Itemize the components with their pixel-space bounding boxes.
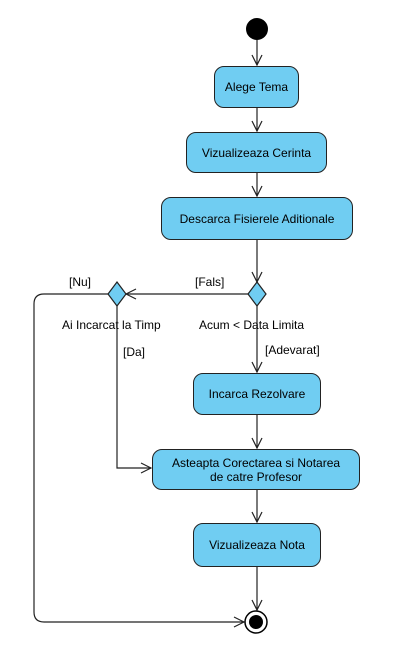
guard-adevarat: [Adevarat]: [265, 343, 320, 357]
decision-label-acum-data-limita: Acum < Data Limita: [199, 318, 305, 332]
edge-nu: [33, 293, 244, 622]
decision-label-ai-incarcat: Ai Incarcat la Timp: [62, 318, 161, 332]
action-label: Incarca Rezolvare: [208, 387, 306, 401]
action-incarca-rezolvare: Incarca Rezolvare: [193, 373, 321, 415]
guard-nu: [Nu]: [69, 275, 92, 289]
action-alege-tema: Alege Tema: [214, 66, 299, 108]
action-asteapta-corectarea: Asteapta Corectarea si Notarea de catre …: [152, 449, 360, 490]
action-vizualizeaza-nota: Vizualizeaza Nota: [193, 523, 321, 567]
action-descarca-fisierele: Descarca Fisierele Aditionale: [161, 197, 353, 240]
action-label: Vizualizeaza Nota: [209, 538, 305, 552]
action-label-line2: de catre Profesor: [209, 469, 303, 484]
action-label: Descarca Fisierele Aditionale: [179, 211, 335, 226]
final-node-dot: [249, 615, 263, 629]
guard-fals: [Fals]: [195, 275, 225, 289]
initial-node: [246, 18, 268, 40]
decision-diamond-deadline: [247, 281, 267, 307]
action-vizualizeaza-cerinta: Vizualizeaza Cerinta: [186, 132, 327, 173]
edge-da: [116, 306, 151, 468]
action-label: Vizualizeaza Cerinta: [201, 145, 312, 160]
guard-da: [Da]: [123, 345, 146, 359]
flow-edges: [33, 40, 257, 622]
decision-diamond-uploaded: [107, 281, 127, 307]
action-label-line1: Asteapta Corectarea si Notarea: [171, 455, 341, 470]
action-label: Alege Tema: [224, 80, 289, 94]
